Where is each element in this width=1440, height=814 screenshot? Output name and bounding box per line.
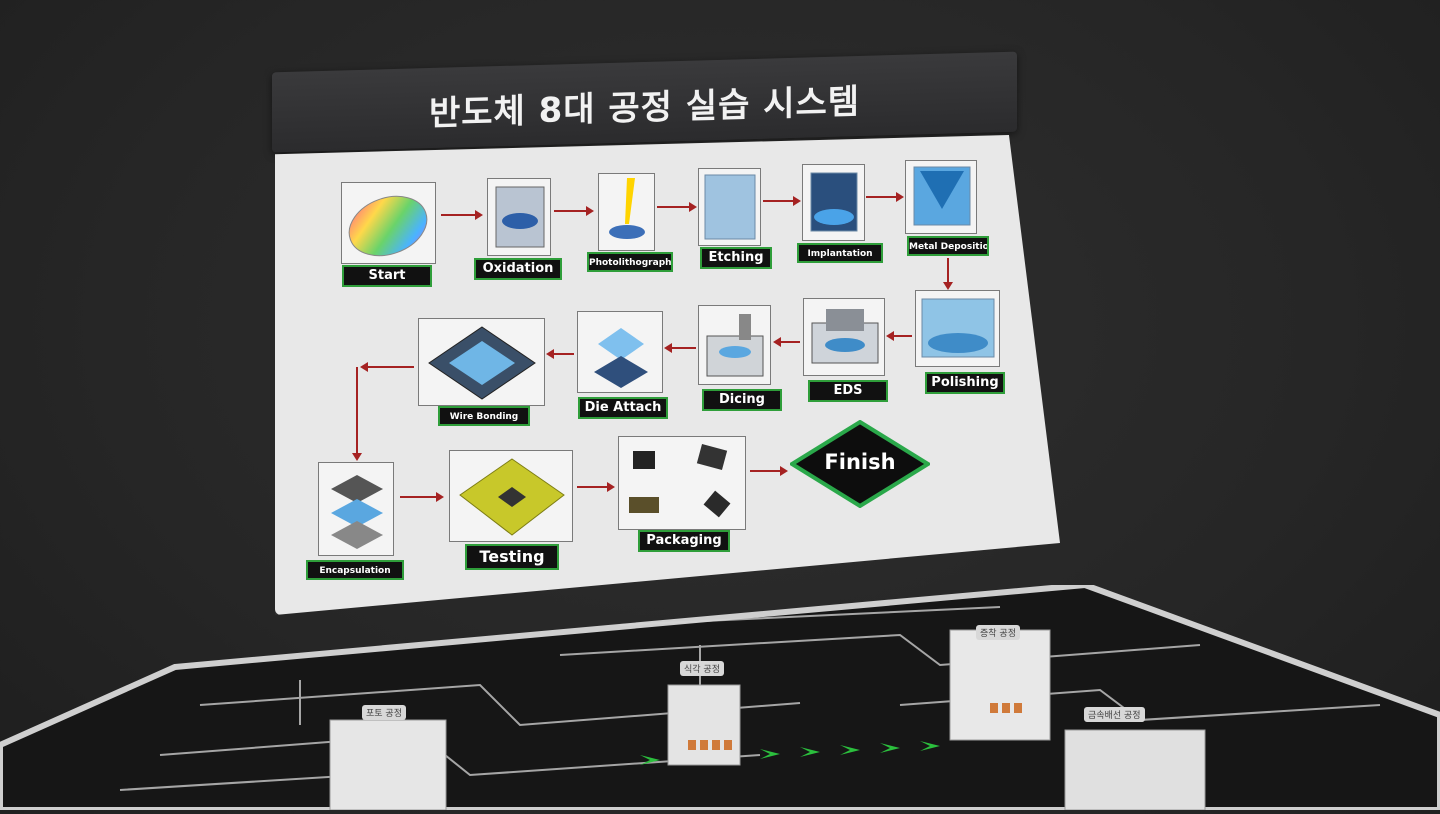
flow-arrow (763, 196, 801, 206)
wafer-icon (341, 182, 436, 264)
building-photo-label[interactable]: 포토 공정 (362, 705, 406, 720)
metal-deposition-chamber-icon (905, 160, 977, 234)
finish-badge[interactable]: Finish (788, 419, 932, 509)
flow-arrow (554, 206, 594, 216)
flow-arrow (866, 192, 904, 202)
flow-arrow (664, 343, 696, 353)
finish-diamond-shape (788, 419, 932, 509)
flow-arrow (750, 466, 788, 476)
building-metal-label[interactable]: 금속배선 공정 (1084, 707, 1145, 722)
finish-label: Finish (824, 450, 896, 474)
flow-arrow (400, 492, 444, 502)
pcb-floor-graphic (0, 581, 1440, 813)
packaged-chips-icon (618, 436, 746, 530)
flow-arrow (546, 349, 574, 359)
eds-tester-icon (803, 298, 885, 376)
title-banner: 반도체 8대 공정 실습 시스템 (272, 51, 1017, 153)
step-label: Metal Deposition (907, 236, 989, 256)
step-label: EDS (808, 380, 888, 402)
step-label: Photolithography (587, 252, 673, 272)
etching-chamber-icon (698, 168, 761, 246)
encapsulation-layers-icon (318, 462, 394, 556)
flow-arrow (657, 202, 697, 212)
step-label: Dicing (702, 389, 782, 411)
implantation-chamber-icon (802, 164, 865, 241)
step-label: Oxidation (474, 258, 562, 280)
flow-arrow (577, 482, 615, 492)
flow-arrow (352, 367, 362, 461)
building-etch-label[interactable]: 식각 공정 (680, 661, 724, 676)
step-label: Testing (465, 544, 559, 570)
step-label: Implantation (797, 243, 883, 263)
die-attach-icon (577, 311, 663, 393)
step-label: Packaging (638, 530, 730, 552)
step-label: Encapsulation (306, 560, 404, 580)
step-label: Etching (700, 247, 772, 269)
wire-bonding-chip-icon (418, 318, 545, 406)
oxidation-chamber-icon (487, 178, 551, 256)
page-title: 반도체 8대 공정 실습 시스템 (428, 81, 861, 135)
step-label: Polishing (925, 372, 1005, 394)
building-deposition-label[interactable]: 증착 공정 (976, 625, 1020, 640)
flow-arrow (773, 337, 800, 347)
photolithography-icon (598, 173, 655, 251)
flow-arrow (886, 331, 912, 341)
polishing-machine-icon (915, 290, 1000, 367)
dicing-saw-icon (698, 305, 771, 385)
flow-arrow (441, 210, 483, 220)
testing-board-icon (449, 450, 573, 542)
step-label: Wire Bonding (438, 406, 530, 426)
flow-arrow (360, 362, 414, 372)
step-label: Die Attach (578, 397, 668, 419)
pcb-floor: 포토 공정 식각 공정 증착 공정 금속배선 공정 (0, 581, 1440, 813)
step-label: Start (342, 265, 432, 287)
flow-arrow (943, 258, 953, 290)
